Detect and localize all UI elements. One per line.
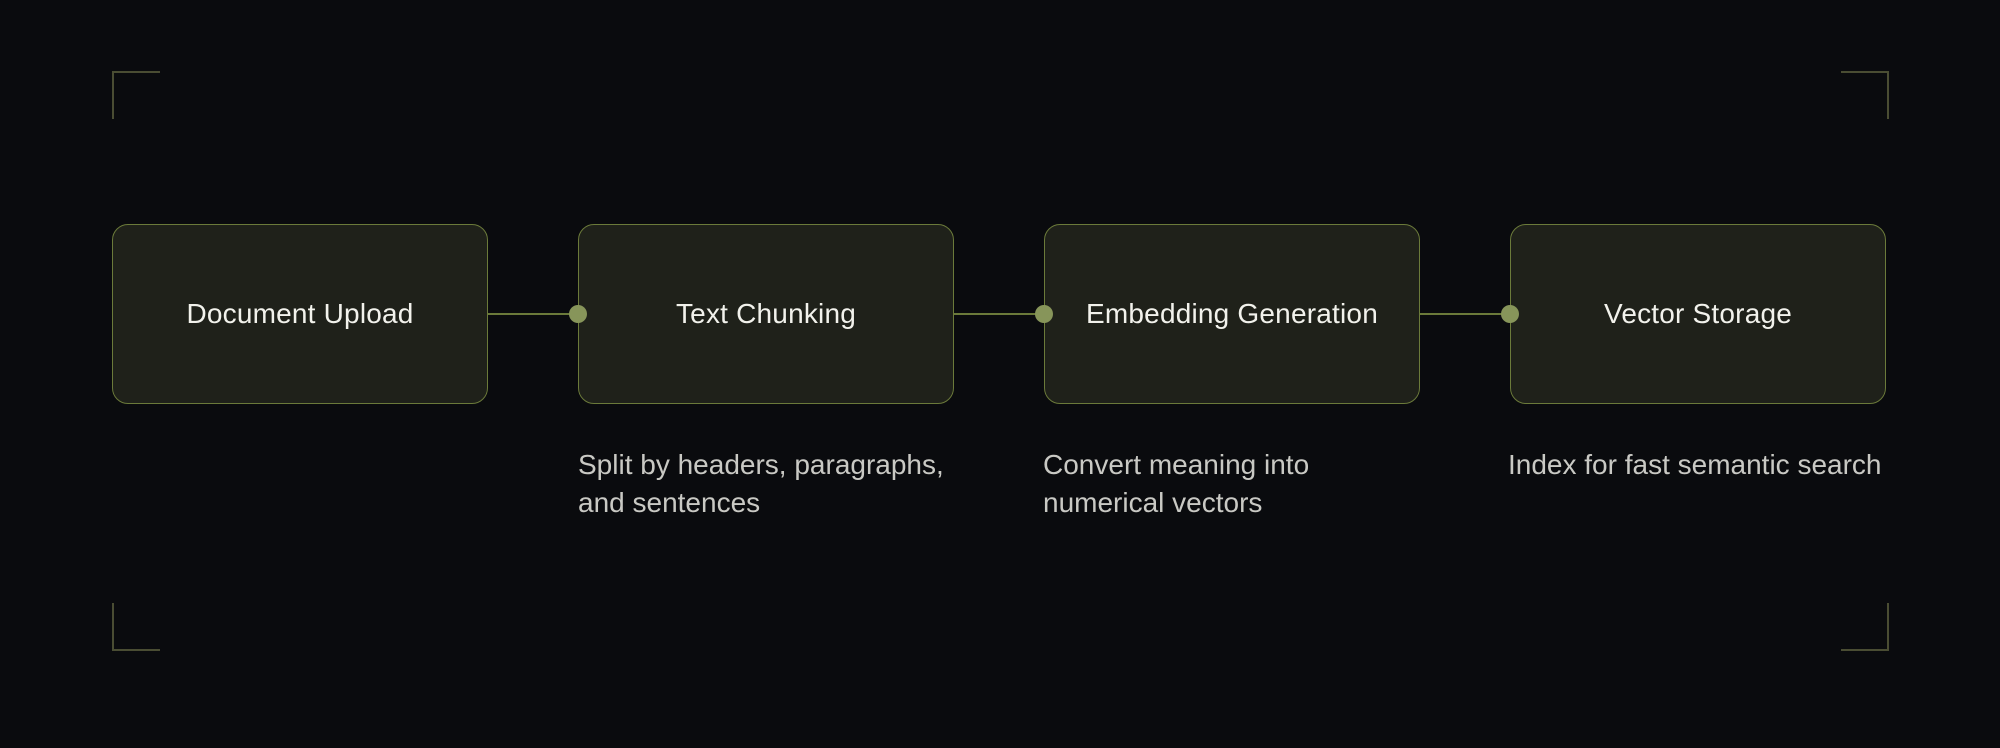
step-label: Vector Storage — [1603, 298, 1793, 329]
corner-bracket-bottom-left — [112, 603, 160, 651]
step-description-embedding-generation: Convert meaning into numerical vectors — [1043, 449, 1310, 518]
connector-line-3-4 — [1420, 313, 1510, 315]
step-vector-storage: Vector Storage — [1510, 224, 1886, 404]
step-embedding-generation: Embedding Generation — [1044, 224, 1420, 404]
connector-line-1-2 — [488, 313, 578, 315]
step-label: Text Chunking — [675, 298, 857, 329]
connector-dot-3 — [1501, 305, 1519, 323]
step-label: Embedding Generation — [1086, 298, 1378, 329]
step-document-upload: Document Upload — [112, 224, 488, 404]
connector-dot-1 — [569, 305, 587, 323]
step-description-vector-storage: Index for fast semantic search — [1508, 449, 1882, 480]
connector-line-2-3 — [954, 313, 1044, 315]
corner-bracket-bottom-right — [1841, 603, 1889, 651]
corner-bracket-top-right — [1841, 71, 1889, 119]
corner-bracket-top-left — [112, 71, 160, 119]
step-label: Document Upload — [186, 298, 414, 329]
connector-dot-2 — [1035, 305, 1053, 323]
step-description-text-chunking: Split by headers, paragraphs, and senten… — [578, 449, 944, 518]
step-text-chunking: Text Chunking — [578, 224, 954, 404]
